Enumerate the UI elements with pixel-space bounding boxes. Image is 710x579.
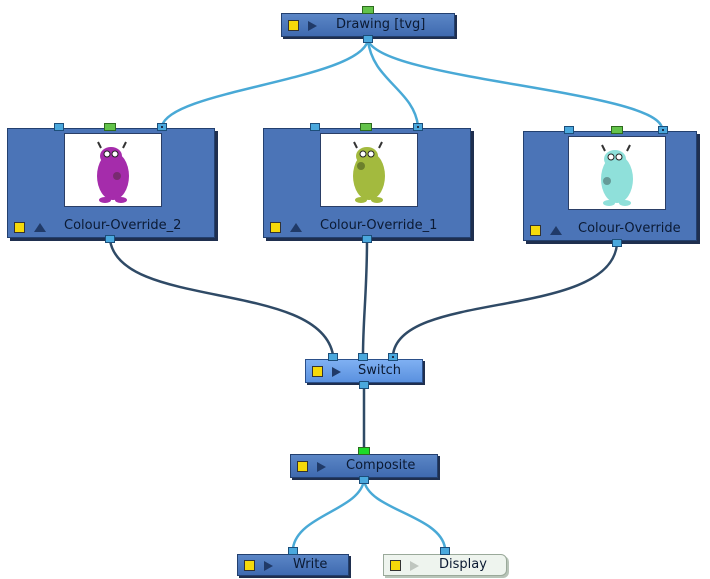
co2-input-port-left[interactable]: [54, 123, 64, 131]
display-input-port[interactable]: [440, 547, 450, 555]
enable-toggle-icon[interactable]: [288, 20, 299, 31]
wire-composite-to-write[interactable]: [291, 478, 366, 550]
enable-toggle-icon[interactable]: [14, 222, 25, 233]
co1-output-port[interactable]: [362, 235, 372, 243]
thumbnail: [320, 133, 418, 207]
co1-input-port-mid[interactable]: [360, 123, 372, 131]
enable-toggle-icon[interactable]: [270, 222, 281, 233]
wire-co2-to-switch[interactable]: [108, 238, 335, 357]
colour-override-2-node[interactable]: Colour-Override_2: [7, 128, 215, 238]
co2-input-port-mid[interactable]: [104, 123, 116, 131]
enable-toggle-icon[interactable]: [297, 461, 308, 472]
colour-override-node[interactable]: Colour-Override: [523, 131, 697, 241]
node-label: Colour-Override_2: [64, 218, 182, 233]
collapse-arrow-icon[interactable]: [290, 223, 302, 232]
character-thumbnail-icon: [601, 144, 633, 206]
play-arrow-icon[interactable]: [317, 462, 326, 472]
switch-input-port-1[interactable]: [328, 353, 338, 361]
node-label: Composite: [346, 458, 416, 473]
composite-input-port[interactable]: [358, 447, 370, 455]
character-thumbnail-icon: [97, 141, 129, 203]
colour-override-1-node[interactable]: Colour-Override_1: [263, 128, 471, 238]
switch-input-port-3[interactable]: [388, 353, 398, 361]
play-arrow-icon[interactable]: [308, 21, 317, 31]
play-arrow-icon[interactable]: [332, 367, 341, 377]
node-label: Display: [439, 557, 487, 572]
collapse-arrow-icon[interactable]: [34, 223, 46, 232]
wire-composite-to-display[interactable]: [362, 478, 447, 550]
co0-input-port-mid[interactable]: [611, 126, 623, 134]
co0-output-port[interactable]: [612, 239, 622, 247]
thumbnail: [568, 136, 666, 210]
collapse-arrow-icon[interactable]: [550, 226, 562, 235]
enable-toggle-icon[interactable]: [390, 560, 401, 571]
drawing-input-port[interactable]: [362, 6, 374, 14]
wire-drawing-to-co1[interactable]: [366, 38, 420, 128]
node-label: Colour-Override: [578, 221, 681, 236]
co1-input-port-left[interactable]: [310, 123, 320, 131]
switch-node[interactable]: Switch: [305, 359, 423, 383]
wire-co0-to-switch[interactable]: [391, 242, 619, 357]
wire-co1-to-switch[interactable]: [361, 238, 369, 357]
node-label: Write: [293, 557, 328, 572]
wire-drawing-to-co2[interactable]: [160, 38, 370, 128]
composite-output-port[interactable]: [359, 476, 369, 484]
write-input-port[interactable]: [288, 547, 298, 555]
enable-toggle-icon[interactable]: [312, 366, 323, 377]
write-node[interactable]: Write: [237, 554, 349, 576]
co0-input-port-left[interactable]: [564, 126, 574, 134]
enable-toggle-icon[interactable]: [530, 225, 541, 236]
switch-input-port-2[interactable]: [358, 353, 368, 361]
drawing-output-port[interactable]: [363, 35, 373, 43]
switch-output-port[interactable]: [359, 381, 369, 389]
thumbnail: [64, 133, 162, 207]
co2-input-port-right[interactable]: [157, 123, 167, 131]
co1-input-port-right[interactable]: [413, 123, 423, 131]
character-thumbnail-icon: [353, 141, 385, 203]
display-node[interactable]: Display: [383, 554, 507, 576]
node-label: Colour-Override_1: [320, 218, 438, 233]
co2-output-port[interactable]: [105, 235, 115, 243]
wire-drawing-to-co0[interactable]: [366, 38, 664, 130]
node-label: Switch: [358, 363, 401, 378]
composite-node[interactable]: Composite: [290, 454, 438, 478]
co0-input-port-right[interactable]: [658, 126, 668, 134]
enable-toggle-icon[interactable]: [244, 560, 255, 571]
node-label: Drawing [tvg]: [336, 17, 426, 32]
play-arrow-icon[interactable]: [264, 561, 273, 571]
play-arrow-icon[interactable]: [410, 561, 419, 571]
drawing-node[interactable]: Drawing [tvg]: [281, 13, 455, 37]
